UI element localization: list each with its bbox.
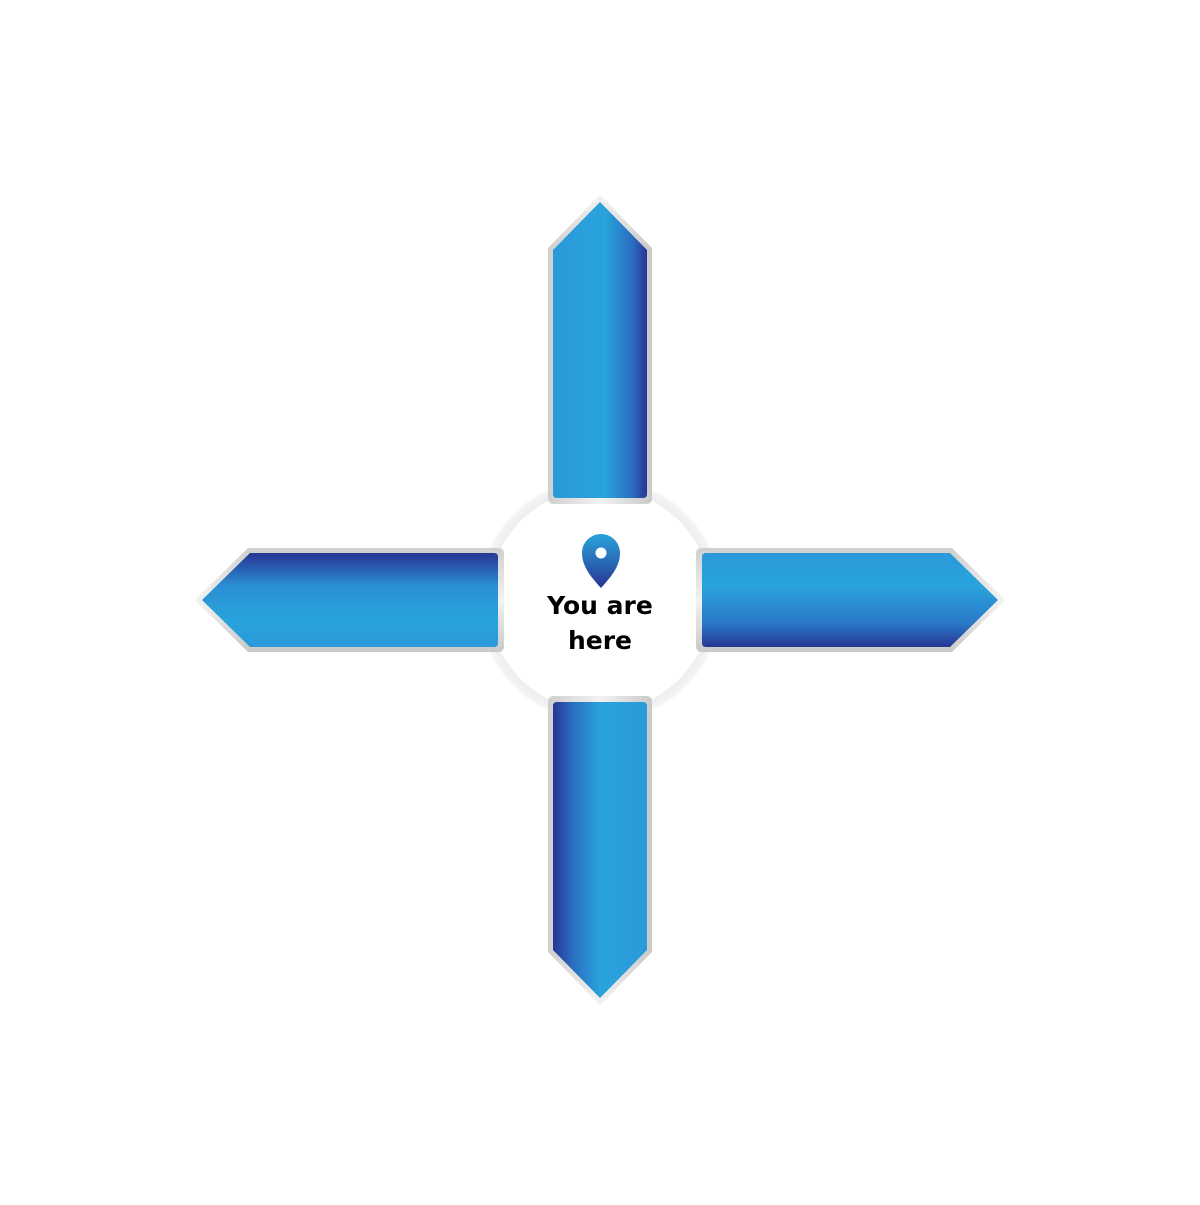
arrow-right-body bbox=[702, 553, 998, 647]
arrow-left bbox=[195, 548, 504, 652]
arrow-left-body bbox=[202, 553, 498, 647]
hub bbox=[478, 478, 722, 722]
hub-circle bbox=[488, 488, 712, 712]
arrow-down-body bbox=[553, 702, 647, 998]
arrow-up-body bbox=[553, 202, 647, 498]
arrow-right bbox=[696, 548, 1005, 652]
label-line-2: here bbox=[567, 626, 633, 655]
arrow-up bbox=[548, 195, 652, 504]
location-pin-icon bbox=[582, 534, 620, 588]
you-are-here-label: You are here bbox=[500, 588, 700, 658]
label-line-1: You are bbox=[547, 591, 653, 620]
arrow-down bbox=[548, 696, 652, 1005]
